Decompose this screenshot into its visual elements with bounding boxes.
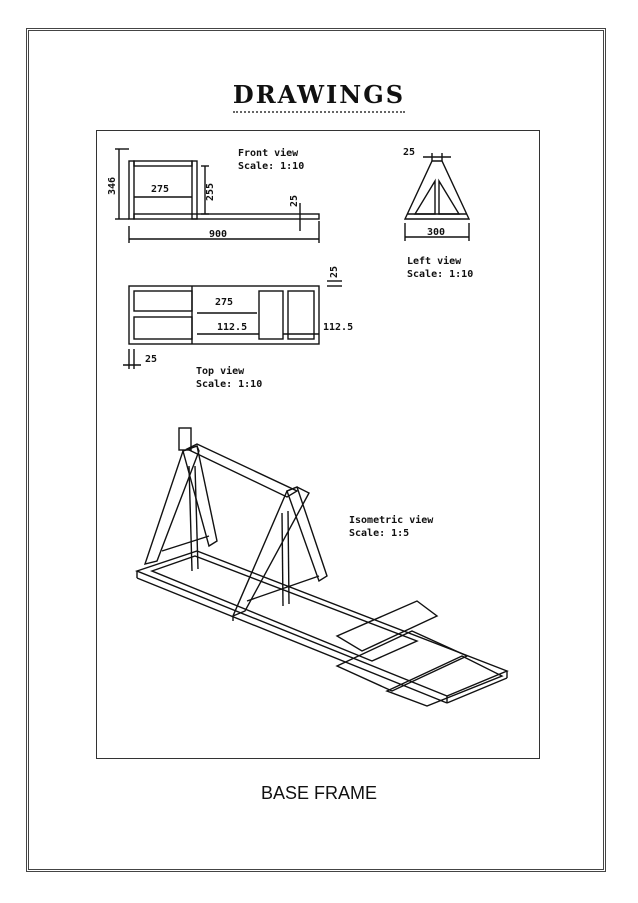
front-dim-346: 346 <box>107 177 118 195</box>
heading-text: DRAWINGS <box>232 80 406 113</box>
front-dim-900: 900 <box>209 229 227 240</box>
top-dim-275: 275 <box>215 297 233 308</box>
front-dim-275: 275 <box>151 184 169 195</box>
front-view-scale: Scale: 1:10 <box>238 161 304 172</box>
left-dim-300: 300 <box>427 227 445 238</box>
front-view-title: Front view <box>238 147 299 159</box>
top-view-title: Top view <box>196 365 245 377</box>
left-view-title: Left view <box>407 255 462 267</box>
isometric-view-title: Isometric view <box>349 514 434 526</box>
front-dim-25: 25 <box>289 195 300 207</box>
front-dim-255: 255 <box>205 183 216 201</box>
top-view-drawing <box>123 280 342 369</box>
caption: BASE FRAME <box>260 783 378 803</box>
page-border <box>26 28 606 872</box>
top-dim-112-right: 112.5 <box>323 322 353 333</box>
top-dim-25-right: 25 <box>329 266 340 278</box>
page-heading: DRAWINGS <box>0 80 638 113</box>
left-view-scale: Scale: 1:10 <box>407 269 473 280</box>
top-dim-112-left: 112.5 <box>217 322 247 333</box>
top-view-scale: Scale: 1:10 <box>196 379 262 390</box>
technical-drawing: Front view Scale: 1:10 346 275 255 25 90… <box>107 147 509 707</box>
left-view-drawing <box>403 153 471 241</box>
isometric-view-scale: Scale: 1:5 <box>349 528 409 539</box>
front-view-drawing <box>115 148 320 243</box>
drawing-frame: Front view Scale: 1:10 346 275 255 25 90… <box>96 130 540 759</box>
left-dim-25: 25 <box>403 147 415 158</box>
top-dim-25-left: 25 <box>145 354 157 365</box>
isometric-view-drawing <box>134 427 509 707</box>
